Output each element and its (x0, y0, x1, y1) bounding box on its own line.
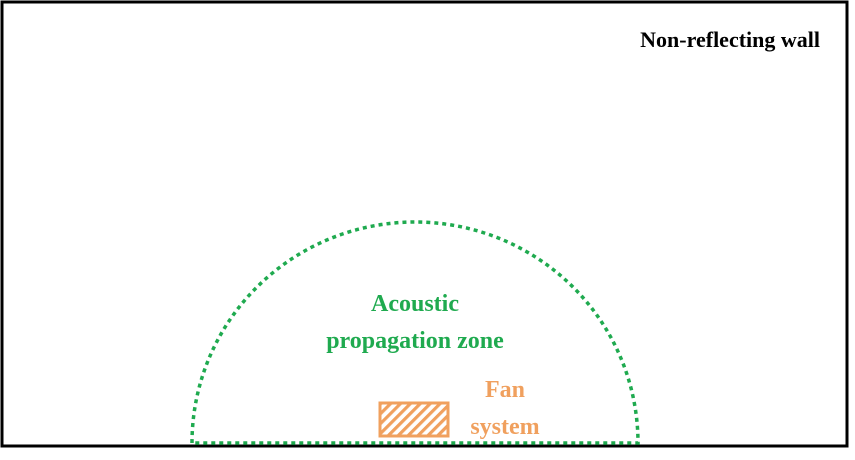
acoustic-propagation-zone-boundary (190, 220, 640, 445)
non-reflecting-wall-boundary (0, 0, 849, 448)
acoustic-zone-label-line1: Acoustic (371, 291, 459, 317)
acoustic-zone-label-line2: propagation zone (326, 328, 504, 354)
fan-system-label-line1: Fan (485, 377, 525, 403)
fan-system-label-line2: system (470, 414, 539, 440)
non-reflecting-wall-label: Non-reflecting wall (640, 27, 820, 52)
fan-system-box (378, 401, 450, 438)
